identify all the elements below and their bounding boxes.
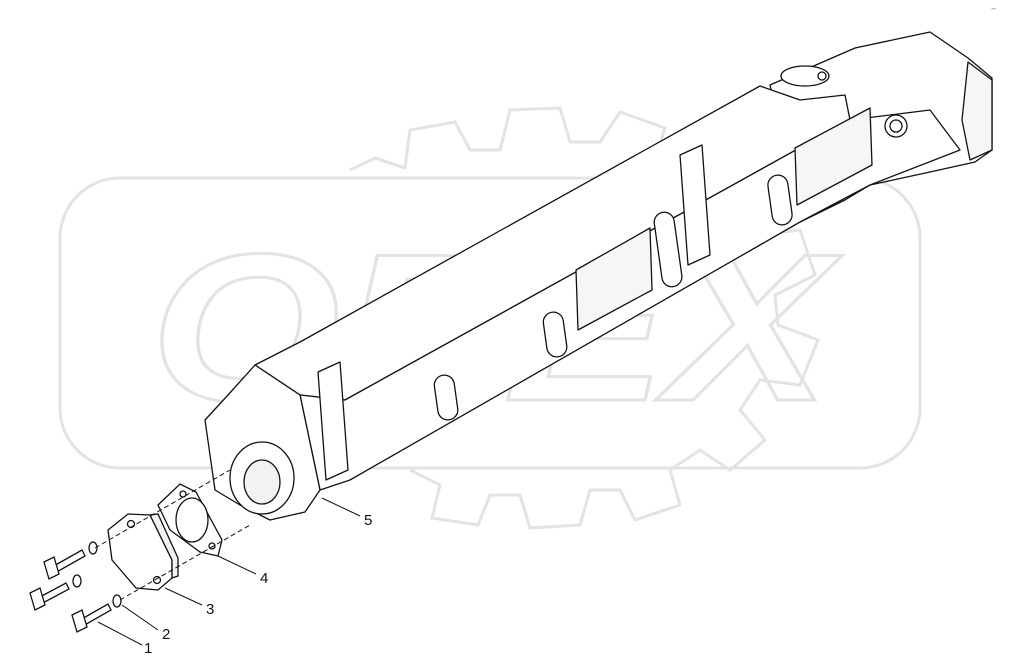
callout-4: 4 <box>260 570 268 587</box>
leader-line-1 <box>97 621 143 646</box>
manifold-top-boss <box>780 65 830 87</box>
assembly-lines <box>94 469 251 601</box>
part-bolts <box>29 549 112 633</box>
manifold-cover-1 <box>575 227 653 331</box>
leader-lines <box>97 497 361 646</box>
part-manifold <box>204 31 993 521</box>
leader-line-4 <box>217 555 257 575</box>
watermark-gear-icon <box>349 106 820 530</box>
manifold-cover-2 <box>794 107 873 206</box>
part-washers <box>72 541 122 608</box>
manifold-pad-2 <box>542 311 568 358</box>
assembly-line-top <box>94 469 231 549</box>
gasket-hole <box>175 497 209 543</box>
manifold-side-port-inner <box>889 119 903 133</box>
manifold-top-boss-hole <box>817 71 827 81</box>
manifold-rear-face <box>961 61 993 161</box>
cover-plate-hole-1 <box>126 519 136 529</box>
leader-line-2 <box>121 604 159 631</box>
callout-1: 1 <box>144 640 152 657</box>
callout-3: 3 <box>206 601 214 618</box>
leader-line-3 <box>164 587 203 606</box>
manifold-bracket-1 <box>317 361 349 481</box>
bolt-2-head <box>29 587 46 611</box>
cover-plate-edge <box>149 513 179 579</box>
washer-3 <box>112 594 122 608</box>
cover-plate-hole-2 <box>152 575 162 585</box>
manifold-pad-4 <box>767 174 793 226</box>
leader-line-5 <box>321 497 361 517</box>
manifold-pad-3 <box>653 211 683 288</box>
part-cover-plate <box>107 513 179 591</box>
washer-2 <box>72 574 82 588</box>
callout-2: 2 <box>162 626 170 643</box>
callout-5: 5 <box>364 512 372 529</box>
assembly-line-bottom <box>119 524 251 601</box>
manifold-bracket-2 <box>679 144 711 266</box>
manifold-pad-1 <box>433 374 459 421</box>
corner-mark: ↔ <box>990 5 997 12</box>
bolt-3-head <box>71 609 88 633</box>
manifold-outlet-port <box>243 459 281 505</box>
gasket-bolt-hole-1 <box>179 490 187 498</box>
callout-labels: 1 2 3 4 5 <box>144 512 372 657</box>
watermark-frame <box>58 176 922 470</box>
washer-1 <box>88 541 98 555</box>
bolt-1-head <box>43 556 60 580</box>
